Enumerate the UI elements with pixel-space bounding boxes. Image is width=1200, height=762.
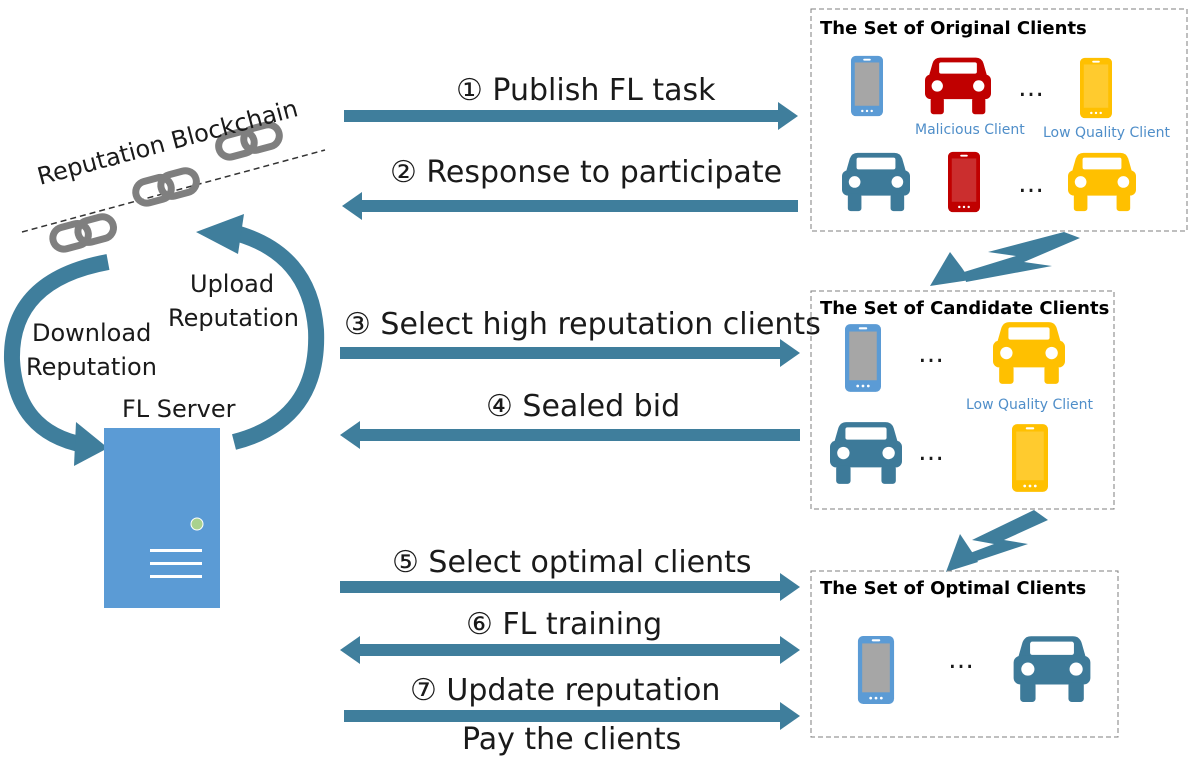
car-icon	[1013, 636, 1091, 702]
low-quality-client-label: Low Quality Client	[966, 397, 1094, 413]
phone-icon	[1012, 424, 1048, 492]
step-2-label: ② Response to participate	[390, 155, 782, 190]
upload-label-line2: Reputation	[168, 304, 299, 332]
chain-link-icon	[49, 121, 283, 253]
car-icon	[993, 322, 1065, 384]
step-5-label: ⑤ Select optimal clients	[392, 545, 752, 580]
arrow-response-participate	[342, 192, 798, 220]
original-clients-box: The Set of Original Clients … Malicious …	[810, 8, 1188, 232]
phone-icon	[851, 55, 883, 117]
phone-icon	[857, 636, 895, 704]
lightning-arrow-2	[946, 510, 1048, 572]
ellipsis: …	[918, 339, 944, 369]
step-7b-label: Pay the clients	[462, 722, 681, 757]
arrow-update-reputation	[344, 702, 800, 730]
arrow-publish-task	[344, 102, 798, 130]
step-6-label: ⑥ FL training	[466, 607, 662, 642]
car-icon	[925, 57, 991, 115]
original-clients-title: The Set of Original Clients	[820, 18, 1087, 39]
optimal-clients-title: The Set of Optimal Clients	[820, 578, 1086, 599]
car-icon	[842, 152, 910, 212]
lightning-arrow-1	[930, 232, 1080, 286]
reputation-blockchain: Reputation Blockchain	[21, 94, 326, 253]
car-icon	[1068, 152, 1136, 212]
download-reputation-arrow	[3, 254, 110, 466]
step-4-label: ④ Sealed bid	[486, 389, 680, 424]
upload-reputation-arrow	[196, 214, 325, 450]
phone-icon	[948, 151, 980, 213]
arrow-fl-training	[340, 636, 800, 664]
arrow-icon	[74, 422, 108, 466]
ellipsis: …	[1018, 169, 1044, 199]
candidate-clients-title: The Set of Candidate Clients	[820, 298, 1109, 319]
arrow-select-high-reputation	[340, 339, 800, 367]
ellipsis: …	[948, 645, 974, 675]
optimal-clients-box: The Set of Optimal Clients …	[810, 570, 1119, 738]
car-icon	[830, 422, 902, 484]
phone-icon	[845, 324, 881, 392]
step-3-label: ③ Select high reputation clients	[344, 307, 821, 342]
ellipsis: …	[918, 437, 944, 467]
malicious-client-label: Malicious Client	[915, 122, 1025, 138]
arrow-sealed-bid	[340, 421, 800, 449]
server-label: FL Server	[122, 395, 236, 423]
ellipsis: …	[1018, 73, 1044, 103]
step-1-label: ① Publish FL task	[456, 73, 716, 108]
server-icon	[104, 428, 220, 608]
phone-icon	[1080, 57, 1112, 119]
download-label-line1: Download	[32, 319, 151, 347]
step-arrows	[340, 102, 800, 730]
blockchain-line	[21, 149, 326, 233]
candidate-clients-box: The Set of Candidate Clients … Low Quali…	[810, 290, 1115, 510]
arrow-select-optimal	[340, 573, 800, 601]
download-label-line2: Reputation	[26, 353, 157, 381]
step-7-label: ⑦ Update reputation	[410, 673, 720, 708]
low-quality-client-label: Low Quality Client	[1043, 125, 1171, 141]
arrow-icon	[196, 214, 244, 254]
upload-label-line1: Upload	[190, 270, 274, 298]
